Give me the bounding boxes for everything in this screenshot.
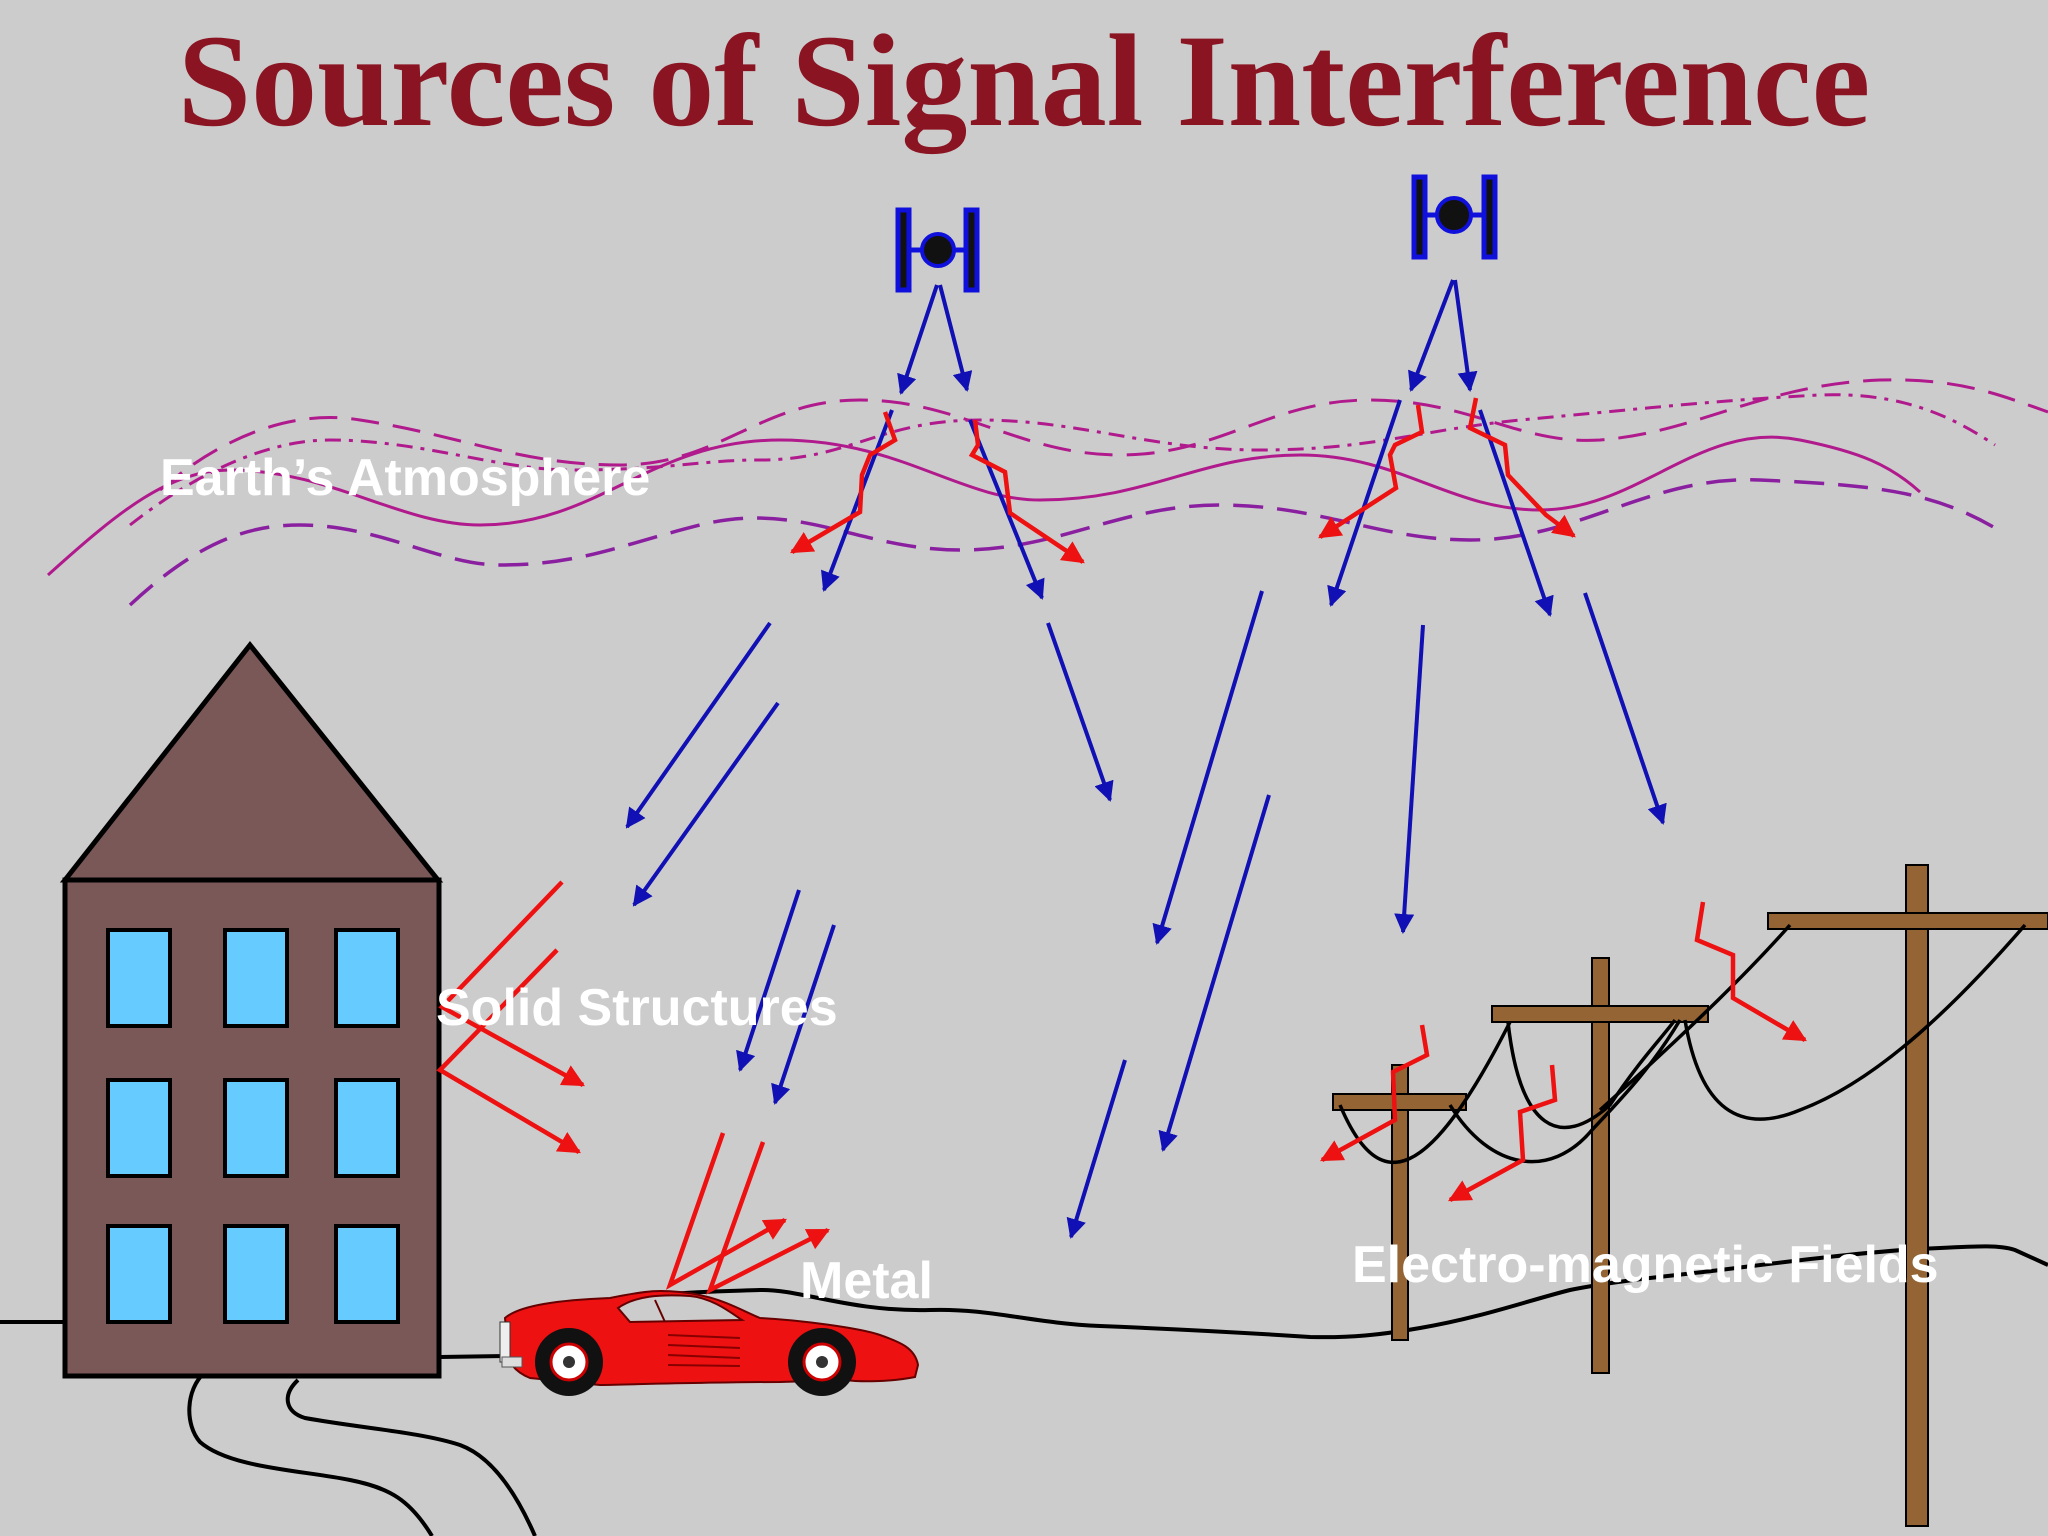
window: [106, 928, 172, 1028]
road-edge: [187, 1370, 434, 1536]
power-poles: [1332, 864, 2048, 1527]
window: [334, 928, 400, 1028]
em-interference: [1320, 901, 1807, 1202]
ground-line: [0, 1244, 2048, 1359]
atmosphere-layers: [46, 378, 2048, 607]
metal-label: Metal: [800, 1252, 933, 1310]
car-wheel: [788, 1328, 856, 1396]
satellite-signals: [625, 279, 1667, 1239]
power-lines: [1338, 923, 2027, 1164]
window: [106, 1224, 172, 1324]
page-title: Sources of Signal Interference: [178, 7, 1871, 154]
building: [59, 640, 444, 1379]
window: [223, 928, 289, 1028]
window: [334, 1224, 400, 1324]
utility-pole: [1391, 1064, 1409, 1341]
building-reflections: [436, 880, 585, 1154]
utility-pole: [1591, 957, 1610, 1374]
satellite-icon: [1411, 174, 1498, 260]
atmosphere-label: Earth’s Atmosphere: [160, 449, 650, 507]
atmosphere-interference: [790, 397, 1576, 564]
road-edge: [285, 1378, 537, 1536]
window: [223, 1078, 289, 1178]
window: [223, 1224, 289, 1324]
window: [106, 1078, 172, 1178]
car-wheel: [535, 1328, 603, 1396]
em-fields-label: Electro-magnetic Fields: [1352, 1236, 1939, 1294]
car: [499, 1289, 920, 1396]
utility-pole: [1905, 864, 1929, 1527]
solid-structures-label: Solid Structures: [436, 979, 838, 1037]
satellite-icon: [895, 207, 980, 293]
metal-reflections: [665, 1132, 831, 1295]
window: [334, 1078, 400, 1178]
